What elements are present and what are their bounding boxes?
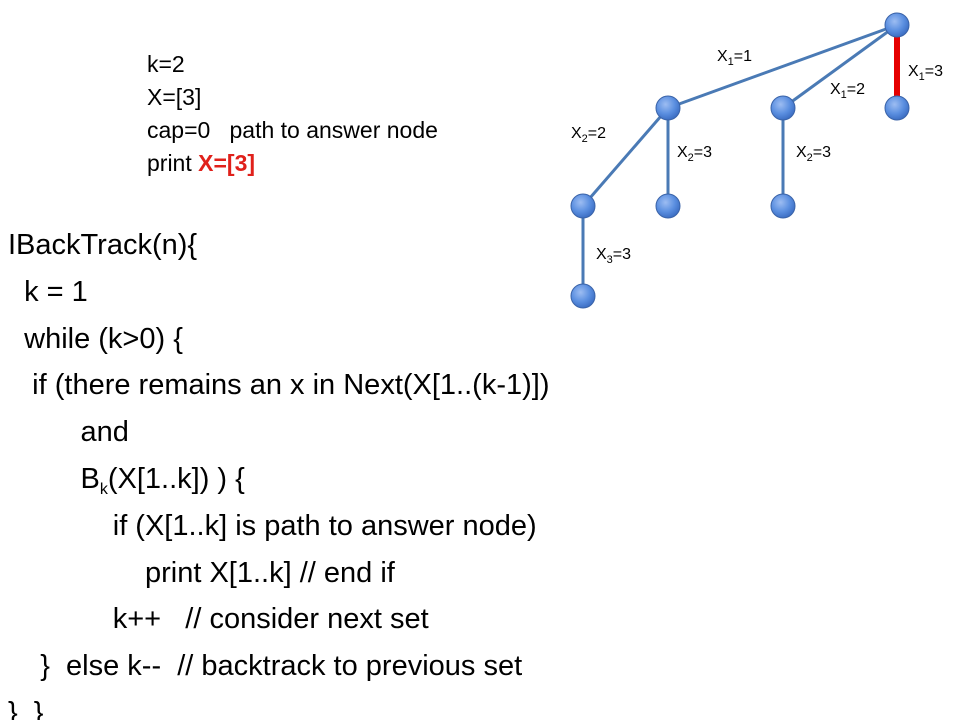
tree-nodes [570,12,910,309]
edge-x1-1 [667,23,898,110]
state-panel: k=2 X=[3] cap=0 path to answer node prin… [147,48,438,180]
code-line-3: while (k>0) { [24,322,183,355]
code-line-11: } } [8,696,44,720]
tree-node [770,95,796,121]
tree-node-root [884,12,910,38]
edge-label-x2-2: X2=2 [571,125,606,145]
code-line-1: IBackTrack(n){ [8,229,198,261]
edge-x1-2 [782,23,898,110]
code-line-10: } else k-- // backtrack to previous set [40,650,523,683]
tree-node [655,95,681,121]
tree-edges [581,23,900,296]
cap-note: path to answer node [229,117,438,143]
tree-node-answer [884,95,910,121]
k-value: k=2 [147,51,185,77]
x-value: X=[3] [147,84,202,110]
tree-node [570,283,596,309]
tree-node [655,193,681,219]
edge-labels: X1=1 X1=2 X1=3 X2=2 X2=3 X2=3 X3=3 [571,48,943,266]
code-line-7: if (X[1..k] is path to answer node) [112,509,537,542]
edge-label-x2-3a: X2=3 [677,144,712,164]
cap-value: cap=0 [147,117,211,143]
code-line-5: and [80,416,129,449]
edge-label-x1-1: X1=1 [717,48,752,68]
edge-label-x1-2: X1=2 [830,81,865,101]
code-line-2: k = 1 [24,275,88,308]
edge-x2-2 [581,107,670,207]
code-line-4: if (there remains an x in Next(X[1..(k-1… [32,369,550,402]
code-line-8: print X[1..k] // end if [144,556,395,589]
edge-label-x1-3: X1=3 [908,63,943,83]
tree-node [570,193,596,219]
code-line-6: Bk(X[1..k]) ) { [80,462,245,498]
code-line-9: k++ // consider next set [112,603,429,636]
tree-node [770,193,796,219]
edge-label-x3-3: X3=3 [596,246,631,266]
print-output: X=[3] [198,150,256,176]
pseudocode-block: IBackTrack(n){ k = 1 while (k>0) { if (t… [8,222,550,720]
edge-label-x2-3b: X2=3 [796,144,831,164]
print-label: print [147,150,192,176]
